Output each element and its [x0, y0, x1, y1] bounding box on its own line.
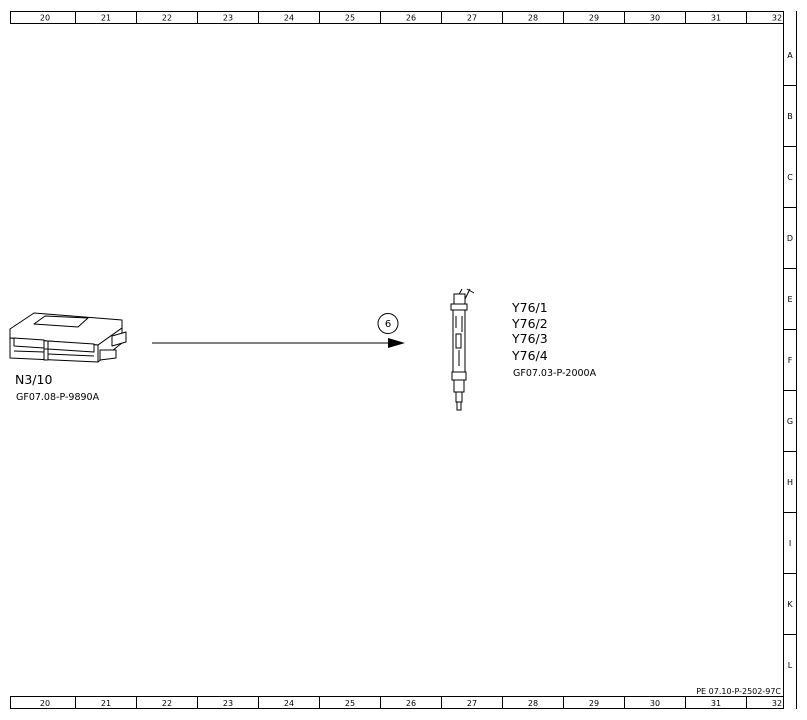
column-dividers [75, 11, 747, 709]
row-label: G [787, 417, 793, 426]
column-label: 21 [101, 699, 111, 708]
column-label: 21 [101, 14, 111, 23]
column-label: 29 [589, 699, 599, 708]
row-dividers [783, 85, 797, 635]
column-labels-bottom: 20 21 22 23 24 25 26 27 28 29 30 31 32 [40, 699, 782, 708]
control-unit-icon [9, 312, 127, 363]
arrow-head-icon [388, 338, 405, 348]
column-label: 22 [162, 14, 172, 23]
row-label: E [787, 295, 792, 304]
target-component-ref: GF07.03-P-2000A [513, 368, 597, 379]
column-label: 31 [711, 14, 721, 23]
row-label: C [787, 173, 793, 182]
sheet-frame [10, 11, 797, 709]
target-component-code: Y76/3 [511, 331, 548, 346]
column-label: 26 [406, 14, 416, 23]
row-label: I [789, 539, 791, 548]
column-label: 31 [711, 699, 721, 708]
row-labels: A B C D E F G H I K L [787, 51, 793, 670]
column-label: 30 [650, 14, 660, 23]
column-label: 20 [40, 14, 50, 23]
row-label: B [787, 112, 793, 121]
target-component-code: Y76/1 [511, 300, 548, 315]
target-component-code: Y76/2 [511, 316, 548, 331]
column-label: 27 [467, 14, 477, 23]
signal-callout: 6 [377, 313, 399, 334]
source-component-code: N3/10 [15, 372, 52, 387]
row-label: K [787, 600, 793, 609]
column-label: 28 [528, 14, 538, 23]
row-label: F [788, 356, 793, 365]
column-label: 32 [772, 699, 782, 708]
column-labels-top: 20 21 22 23 24 25 26 27 28 29 30 31 32 [40, 14, 782, 23]
column-label: 29 [589, 14, 599, 23]
injector-valve-icon [450, 288, 475, 411]
row-label: D [787, 234, 793, 243]
row-label: H [787, 478, 793, 487]
row-label: L [788, 661, 793, 670]
signal-line [152, 338, 405, 348]
column-label: 22 [162, 699, 172, 708]
drawing-number: PE 07.10-P-2502-97C [696, 687, 781, 696]
source-component-ref: GF07.08-P-9890A [16, 392, 100, 403]
column-label: 30 [650, 699, 660, 708]
column-label: 28 [528, 699, 538, 708]
column-label: 25 [345, 14, 355, 23]
column-label: 25 [345, 699, 355, 708]
column-label: 23 [223, 14, 233, 23]
column-label: 32 [772, 14, 782, 23]
column-label: 24 [284, 699, 294, 708]
column-label: 24 [284, 14, 294, 23]
column-label: 26 [406, 699, 416, 708]
column-label: 20 [40, 699, 50, 708]
column-label: 27 [467, 699, 477, 708]
signal-number: 6 [385, 319, 391, 330]
row-label: A [787, 51, 793, 60]
column-label: 23 [223, 699, 233, 708]
target-component-code: Y76/4 [511, 348, 548, 363]
